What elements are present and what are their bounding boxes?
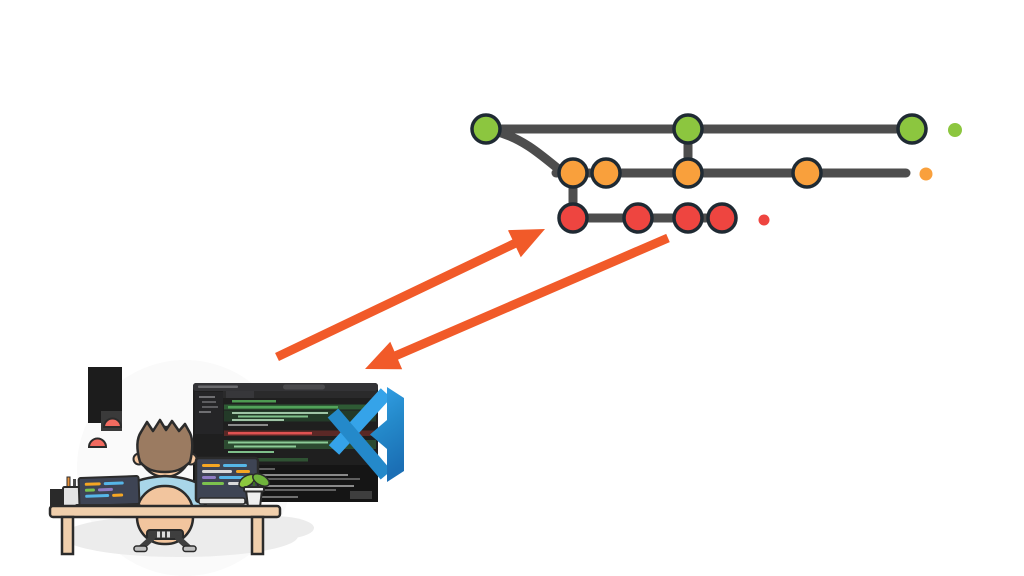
- code-bar: [112, 493, 124, 497]
- code-bar: [202, 464, 220, 467]
- code-bar: [85, 494, 110, 498]
- commit-node: [622, 202, 654, 234]
- dark-box: [50, 489, 63, 507]
- vscode-logo-body: [370, 387, 404, 482]
- code-line: [228, 424, 268, 426]
- chair-stripe: [167, 531, 170, 538]
- code-bar: [236, 470, 250, 473]
- terminal-tab: [257, 468, 275, 470]
- plant-pot-rim: [243, 486, 265, 493]
- branch-connector: [489, 126, 567, 177]
- code-line-comment: [232, 400, 276, 403]
- code-bar: [202, 470, 232, 473]
- terminal-line: [228, 489, 336, 491]
- sidebar-item: [202, 401, 216, 403]
- arrow-up-to-graph-head: [507, 229, 545, 258]
- chair-foot: [182, 545, 197, 553]
- commit-node: [791, 157, 823, 189]
- arrow-down-to-editor-shaft: [390, 233, 670, 362]
- code-line-conflict: [228, 432, 312, 435]
- code-line: [234, 445, 296, 448]
- hair: [136, 418, 194, 474]
- chair-stripe: [162, 531, 165, 538]
- editor-tabstrip: [223, 391, 378, 398]
- desk-leg: [60, 515, 75, 556]
- code-bar: [103, 481, 124, 486]
- terminal-line: [228, 478, 360, 480]
- code-bar: [84, 488, 95, 492]
- vscode-logo-arm-long: [328, 388, 392, 455]
- terminal-line: [228, 474, 348, 476]
- commit-node: [557, 202, 589, 234]
- arrow-up-to-graph-shaft: [275, 237, 520, 362]
- vscode-logo-arm-short: [327, 408, 392, 480]
- code-line: [228, 451, 274, 453]
- code-bar: [223, 464, 247, 467]
- terminal-line: [228, 496, 298, 498]
- commit-node: [557, 157, 589, 189]
- commit-node: [896, 113, 928, 145]
- sidebar-item: [202, 406, 218, 408]
- code-block-bg: [224, 440, 376, 449]
- desk-leg: [250, 515, 265, 556]
- chair-foot: [133, 545, 148, 553]
- tip-dot: [919, 167, 933, 181]
- commit-node: [672, 113, 704, 145]
- tip-dot: [948, 123, 962, 137]
- code-line-added: [228, 406, 338, 409]
- plant-leaf: [252, 473, 270, 487]
- code-bar: [97, 487, 113, 492]
- code-bar: [202, 476, 216, 479]
- terminal-line: [228, 485, 354, 487]
- desk-top: [48, 504, 282, 519]
- commit-node: [590, 157, 622, 189]
- sidebar-item: [199, 411, 211, 413]
- wall-lamp-upper-icon: [102, 417, 123, 428]
- code-bar: [202, 482, 224, 485]
- code-bar: [84, 482, 101, 486]
- code-line: [232, 412, 328, 414]
- code-line: [228, 441, 328, 444]
- desk: [48, 504, 282, 556]
- code-bar: [219, 476, 245, 479]
- sidebar-item: [199, 396, 215, 398]
- editor-searchbox: [283, 384, 325, 390]
- code-bar: [228, 482, 240, 485]
- arrow-down-to-editor-head: [365, 341, 403, 370]
- chair-base: [133, 529, 197, 553]
- pencil-icon: [73, 479, 76, 488]
- code-line: [238, 415, 308, 418]
- wall-lamp-lower-icon: [87, 437, 108, 448]
- tip-dot: [758, 214, 770, 226]
- commit-node: [470, 113, 502, 145]
- editor-active-tab: [226, 391, 254, 398]
- vscode-logo-icon: [327, 387, 404, 482]
- keyboard: [198, 497, 246, 505]
- editor-menu-bar: [198, 385, 238, 388]
- chair-stripe: [157, 531, 160, 538]
- code-line-green: [224, 458, 308, 462]
- commit-node: [672, 157, 704, 189]
- commit-node: [672, 202, 704, 234]
- commit-node: [706, 202, 738, 234]
- code-line: [232, 419, 284, 421]
- terminal-scroll-thumb: [350, 491, 372, 499]
- plant: [238, 473, 270, 508]
